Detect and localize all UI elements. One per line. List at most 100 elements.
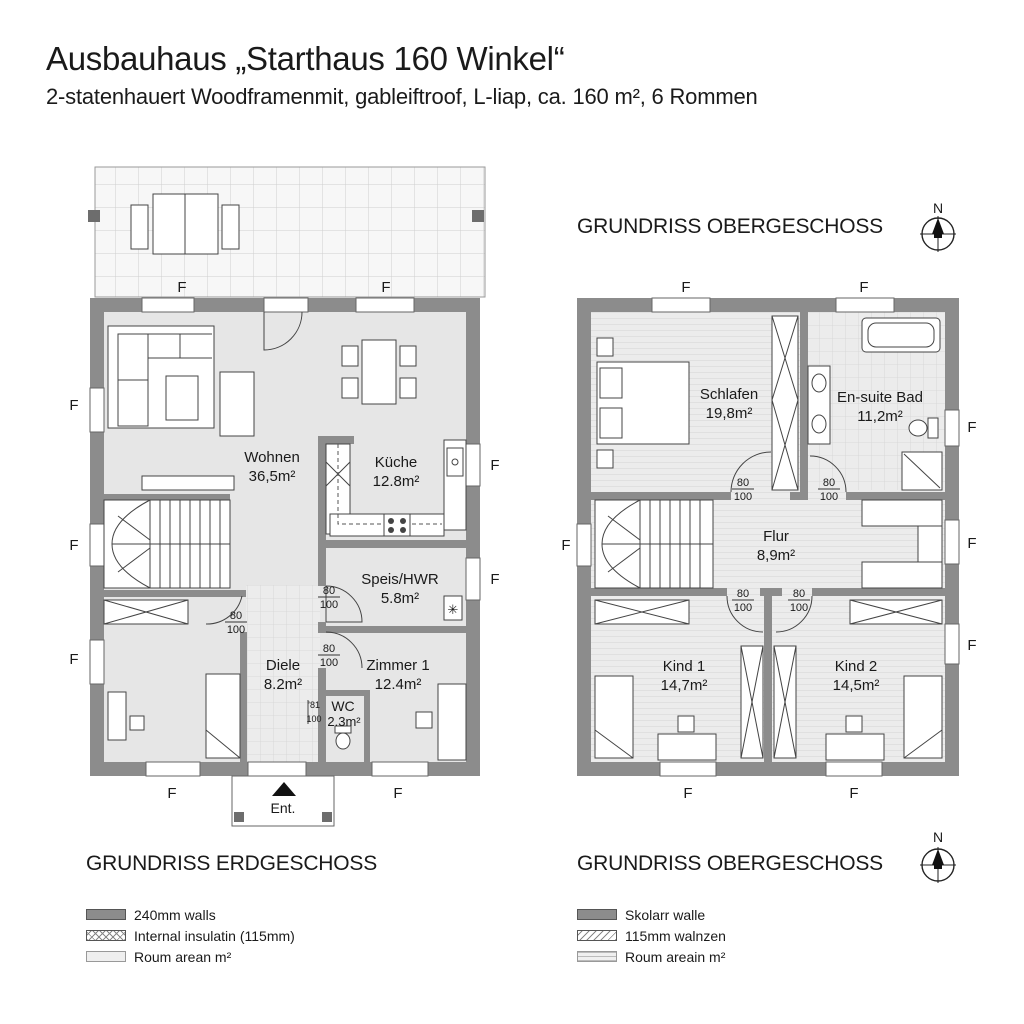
entrance-label: Ent.: [271, 800, 296, 816]
tv-sideboard: [141, 475, 235, 491]
door-size: 100: [306, 714, 321, 724]
window-label: F: [967, 419, 976, 436]
legend-item: 240mm walls: [86, 904, 295, 925]
door-size: 80: [737, 588, 749, 600]
window-label: F: [681, 279, 690, 296]
window-label: F: [69, 651, 78, 668]
desk-kind2: [825, 733, 885, 761]
page-title: Ausbauhaus „Starthaus 160 Winkel“: [46, 40, 565, 77]
legend-swatch-diagonal: [577, 930, 617, 941]
room-name: Diele: [266, 657, 300, 674]
page-subtitle: 2-statenhauert Woodframenmit, gableiftro…: [46, 84, 758, 109]
cooktop: [383, 513, 411, 537]
room-name: Kind 2: [835, 658, 878, 675]
legend-upper: Skolarr walle 115mm walnzen Roum areain …: [577, 904, 726, 967]
door-size: 100: [320, 657, 338, 669]
legend-item: Skolarr walle: [577, 904, 726, 925]
legend-swatch-light: [86, 951, 126, 962]
hall-tiles: [246, 585, 320, 762]
window-label: F: [849, 785, 858, 802]
north-arrow-top: [920, 216, 956, 252]
north-label-top: N: [933, 200, 943, 216]
room-area: 11,2m²: [857, 408, 903, 425]
upper-floor-title-bottom: GRUNDRISS OBERGESCHOSS: [577, 852, 883, 875]
bath-toilet: [908, 419, 928, 437]
window-label: F: [490, 571, 499, 588]
legend-label: 240mm walls: [134, 906, 216, 923]
legend-item: Roum arean m²: [86, 946, 295, 967]
wardrobe-bedroom: [771, 315, 799, 491]
room-name: Kind 1: [663, 658, 706, 675]
room-area: 19,8m²: [706, 405, 753, 422]
bathtub: [861, 317, 941, 353]
door-size: 80: [737, 477, 749, 489]
north-label-bottom: N: [933, 829, 943, 845]
room-name: Zimmer 1: [366, 657, 429, 674]
desk-zimmer1: [437, 683, 467, 761]
dining-table: [361, 339, 397, 405]
legend-label: Internal insulatin (115mm): [134, 927, 295, 944]
legend-swatch-solid: [577, 909, 617, 920]
room-area: 8.2m²: [264, 676, 302, 693]
room-name: Küche: [375, 454, 418, 471]
ground-door-swings: [205, 311, 363, 724]
terrace-chair: [130, 204, 149, 250]
legend-swatch-lines: [577, 951, 617, 962]
bed-left: [205, 673, 241, 759]
sink: [446, 447, 464, 477]
window-label: F: [69, 397, 78, 414]
legend-item: 115mm walnzen: [577, 925, 726, 946]
room-area: 14,7m²: [661, 677, 708, 694]
armchair: [219, 371, 255, 437]
legend-label: Roum arean m²: [134, 948, 232, 965]
window-label: F: [683, 785, 692, 802]
desk-left: [107, 691, 127, 741]
window-label: F: [561, 537, 570, 554]
window-label: F: [177, 279, 186, 296]
door-size: 100: [734, 602, 752, 614]
legend-ground: 240mm walls Internal insulatin (115mm) R…: [86, 904, 295, 967]
window-label: F: [69, 537, 78, 554]
door-size: 100: [790, 602, 808, 614]
room-name: Wohnen: [244, 449, 300, 466]
door-size: 100: [820, 491, 838, 503]
legend-label: 115mm walnzen: [625, 927, 726, 944]
door-size: 80: [323, 585, 335, 597]
room-area: 12.4m²: [375, 676, 422, 693]
door-size: ’81: [308, 700, 320, 710]
window-label: F: [967, 535, 976, 552]
bed-kind1: [594, 675, 634, 759]
room-name: Schlafen: [700, 386, 758, 403]
legend-swatch-solid: [86, 909, 126, 920]
entrance-arrow: [272, 782, 296, 796]
terrace-chair: [221, 204, 240, 250]
window-label: F: [967, 637, 976, 654]
door-size: 100: [320, 599, 338, 611]
window-label: F: [859, 279, 868, 296]
room-name: Speis/HWR: [361, 571, 439, 588]
legend-swatch-cross: [86, 930, 126, 941]
window-label: F: [381, 279, 390, 296]
room-name: En-suite Bad: [837, 389, 923, 406]
legend-item: Roum areain m²: [577, 946, 726, 967]
room-area: 8,9m²: [757, 547, 795, 564]
door-size: 80: [323, 643, 335, 655]
upper-floor-title-top: GRUNDRISS OBERGESCHOSS: [577, 215, 883, 238]
room-name: Flur: [763, 528, 789, 545]
ground-floor-title: GRUNDRISS ERDGESCHOSS: [86, 852, 378, 875]
legend-label: Roum areain m²: [625, 948, 726, 965]
legend-label: Skolarr walle: [625, 906, 706, 923]
door-size: 80: [793, 588, 805, 600]
legend-item: Internal insulatin (115mm): [86, 925, 295, 946]
upper-door-swings: [726, 451, 847, 633]
door-size: 80: [823, 477, 835, 489]
room-area: 5.8m²: [381, 590, 419, 607]
room-area: 12.8m²: [373, 473, 420, 490]
terrace-post: [88, 210, 100, 222]
desk-kind1: [657, 733, 717, 761]
door-size: 80: [230, 610, 242, 622]
room-area: 36,5m²: [249, 468, 296, 485]
terrace-post: [472, 210, 484, 222]
window-label: F: [490, 457, 499, 474]
